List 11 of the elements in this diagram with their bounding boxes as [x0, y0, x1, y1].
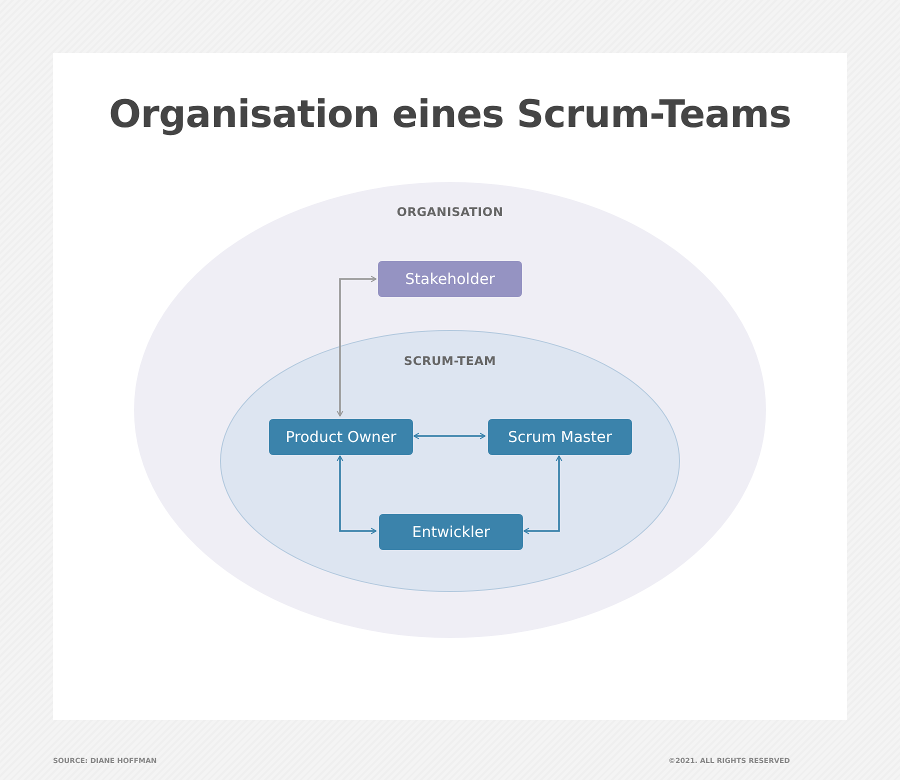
- role-box: Entwickler: [379, 514, 523, 550]
- connector-arrow: [336, 276, 377, 417]
- role-box: Product Owner: [269, 419, 413, 455]
- stakeholder-box: Stakeholder: [378, 261, 522, 297]
- connector-arrow: [336, 455, 377, 534]
- group-label: ORGANISATION: [396, 205, 504, 219]
- diagram-title: Organisation eines Scrum-Teams: [108, 92, 792, 136]
- connector-arrow: [413, 432, 486, 440]
- group-label: SCRUM-TEAM: [402, 354, 498, 368]
- connector-arrow: [523, 455, 562, 534]
- role-box: Scrum Master: [488, 419, 632, 455]
